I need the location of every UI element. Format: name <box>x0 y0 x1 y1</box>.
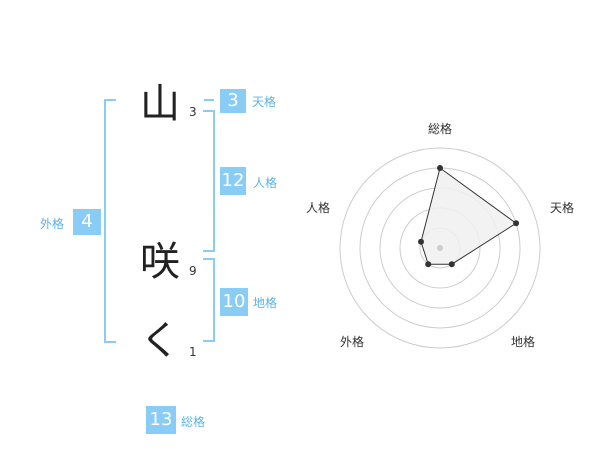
ten-value-box: 3 <box>220 89 246 113</box>
gai-label: 外格 <box>40 217 65 231</box>
gai-bracket <box>104 99 116 343</box>
chi-value-box: 10 <box>220 288 248 316</box>
stroke-count-2: 9 <box>189 264 197 278</box>
radar-ring <box>339 147 541 349</box>
radar-label-gai: 外格 <box>340 335 365 349</box>
jin-value-box: 12 <box>220 167 246 195</box>
name-char-1: 山 <box>140 81 180 127</box>
sou-value-box: 13 <box>146 406 176 434</box>
radar-label-jin: 人格 <box>306 201 331 215</box>
stroke-count-1: 3 <box>189 105 197 119</box>
radar-label-chi: 地格 <box>511 335 536 349</box>
sou-label: 総格 <box>181 415 206 429</box>
name-char-3: く <box>140 318 180 364</box>
chi-label: 地格 <box>253 296 278 310</box>
radar-point-5 <box>418 238 424 245</box>
jin-label: 人格 <box>253 176 278 190</box>
radar-point-1 <box>437 165 443 171</box>
chi-bracket <box>203 258 215 342</box>
radar-polygon <box>420 167 517 265</box>
radar-label-ten: 天格 <box>550 201 575 215</box>
radar-center-dot <box>437 245 443 251</box>
radar-label-sou: 総格 <box>428 122 453 136</box>
name-char-2: 咲 <box>140 239 180 285</box>
ten-label: 天格 <box>252 95 277 109</box>
jin-bracket <box>203 110 215 252</box>
stroke-count-3: 1 <box>189 345 197 359</box>
radar-point-2 <box>513 220 520 227</box>
radar-point-3 <box>448 261 455 268</box>
ten-bracket-line <box>204 99 214 101</box>
radar-point-4 <box>425 261 432 268</box>
gai-value-box: 4 <box>73 209 101 235</box>
radar-chart <box>339 147 541 349</box>
